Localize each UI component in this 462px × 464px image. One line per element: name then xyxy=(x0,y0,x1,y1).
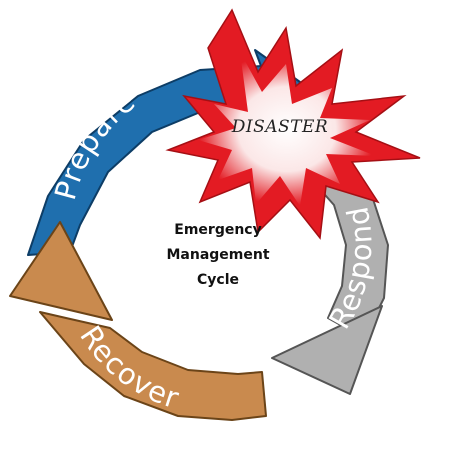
cycle-title: Emergency Management Cycle xyxy=(166,222,269,288)
disaster-burst-inner xyxy=(198,52,376,206)
respond-arrow: Respond xyxy=(271,157,389,395)
recover-arc-shape xyxy=(39,311,267,421)
disaster-label: DISASTER xyxy=(231,117,328,137)
title-line-2: Management xyxy=(166,247,269,263)
title-line-1: Emergency xyxy=(174,222,261,238)
respond-arrowhead xyxy=(271,305,383,395)
recover-arrowhead xyxy=(9,221,113,321)
disaster-burst: DISASTER xyxy=(165,8,421,240)
respond-arc-shape xyxy=(309,157,389,339)
title-line-3: Cycle xyxy=(197,272,239,288)
